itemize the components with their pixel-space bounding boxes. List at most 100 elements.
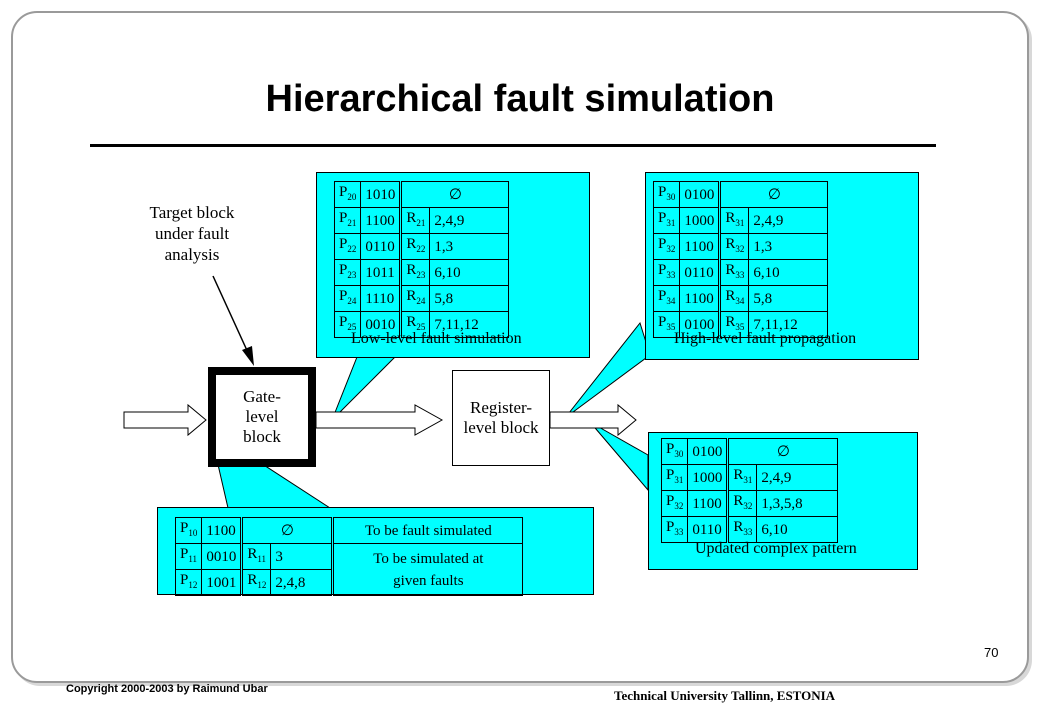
given-faults-note: To be simulated at given faults [332, 543, 524, 596]
fault-list: 5,8 [429, 285, 510, 312]
high-level-caption: High-level fault propagation [674, 330, 857, 347]
fault-set-id: R31 [719, 207, 750, 234]
pattern-id: P30 [652, 181, 681, 208]
pattern-id: P11 [174, 543, 203, 570]
pattern-id: P10 [174, 517, 203, 544]
fault-list: 6,10 [748, 259, 829, 286]
table-row: P20 1010 ∅ [333, 181, 510, 208]
fault-list: 7,11,12 [429, 311, 510, 338]
pattern-value: 1100 [679, 285, 722, 312]
pattern-value: 0100 [679, 181, 722, 208]
pattern-id: P24 [333, 285, 362, 312]
table-row: P25 0010 R25 7,11,12 [333, 311, 510, 338]
fault-simulated-note: To be fault simulated [332, 517, 524, 544]
updated-pattern-callout: P30 0100 ∅ P31 1000 R31 2,4,9 P32 1100 R… [648, 432, 918, 570]
high-level-callout: P30 0100 ∅ P31 1000 R31 2,4,9 P32 1100 R… [645, 172, 919, 360]
pattern-id: P34 [652, 285, 681, 312]
table-row: P23 1011 R23 6,10 [333, 259, 510, 286]
table-row: P32 1100 R32 1,3 [652, 233, 829, 260]
pattern-value: 0110 [679, 259, 722, 286]
pattern-id: P22 [333, 233, 362, 260]
note-line: under fault [154, 224, 230, 243]
register-level-label: Register- level block [463, 398, 539, 437]
fault-set-id: R32 [727, 490, 758, 517]
pattern-value: 1000 [687, 464, 730, 491]
table-row: P34 1100 R34 5,8 [652, 285, 829, 312]
fault-list: 7,11,12 [748, 311, 829, 338]
low-level-callout: P20 1010 ∅ P21 1100 R21 2,4,9 P22 0110 R… [316, 172, 590, 358]
pattern-id: P31 [652, 207, 681, 234]
fault-list: 2,4,8 [270, 569, 335, 596]
fault-set-id: R12 [241, 569, 272, 596]
pattern-id: P25 [333, 311, 362, 338]
pattern-id: P23 [333, 259, 362, 286]
pattern-value: 0100 [679, 311, 722, 338]
empty-set-symbol: ∅ [400, 181, 510, 208]
pattern-value: 1100 [687, 490, 730, 517]
title-underline [90, 144, 936, 147]
fault-list: 5,8 [748, 285, 829, 312]
pattern-value: 1100 [679, 233, 722, 260]
pattern-value: 0010 [201, 543, 244, 570]
pattern-value: 1000 [679, 207, 722, 234]
pattern-value: 1110 [360, 285, 403, 312]
fault-list: 2,4,9 [429, 207, 510, 234]
pattern-value: 0100 [687, 438, 730, 465]
output-arrow [549, 403, 637, 437]
gate-level-block: Gate- level block [208, 367, 316, 467]
note-line: given faults [393, 572, 464, 589]
table-row: P35 0100 R35 7,11,12 [652, 311, 829, 338]
input-arrow [123, 403, 207, 437]
pattern-value: 1010 [360, 181, 403, 208]
empty-set-symbol: ∅ [719, 181, 829, 208]
table-row: P33 0110 R33 6,10 [660, 516, 839, 543]
table-row: P30 0100 ∅ [660, 438, 839, 465]
empty-set-symbol: ∅ [727, 438, 839, 465]
fault-set-id: R32 [719, 233, 750, 260]
target-pointer-arrowhead [242, 346, 254, 366]
fault-set-id: R25 [400, 311, 431, 338]
empty-set-symbol: ∅ [241, 517, 335, 544]
fault-set-id: R33 [727, 516, 758, 543]
fault-set-id: R11 [241, 543, 272, 570]
table-row: P11 0010 R11 3 To be simulated at given … [174, 543, 524, 596]
fault-set-id: R31 [727, 464, 758, 491]
fault-list: 3 [270, 543, 335, 570]
pattern-id: P32 [660, 490, 689, 517]
table-row: P22 0110 R22 1,3 [333, 233, 510, 260]
pattern-id: P21 [333, 207, 362, 234]
fault-list: 6,10 [756, 516, 839, 543]
register-level-block: Register- level block [452, 370, 550, 466]
pattern-value: 0110 [360, 233, 403, 260]
pattern-id: P33 [660, 516, 689, 543]
table-row: P32 1100 R32 1,3,5,8 [660, 490, 839, 517]
fault-set-id: R24 [400, 285, 431, 312]
pattern-id: P30 [660, 438, 689, 465]
middle-arrow [315, 404, 444, 436]
input-pattern-callout: P10 1100 ∅ To be fault simulated P11 001… [157, 507, 594, 596]
note-line: Target block [149, 203, 235, 222]
slide-title: Hierarchical fault simulation [265, 78, 775, 120]
pattern-id: P20 [333, 181, 362, 208]
updated-pattern-table: P30 0100 ∅ P31 1000 R31 2,4,9 P32 1100 R… [660, 438, 839, 543]
fault-list: 1,3 [748, 233, 829, 260]
table-row: P30 0100 ∅ [652, 181, 829, 208]
input-pattern-table: P10 1100 ∅ To be fault simulated P11 001… [174, 517, 524, 596]
table-row: P31 1000 R31 2,4,9 [652, 207, 829, 234]
note-line: To be simulated at [373, 550, 484, 567]
table-row: P33 0110 R33 6,10 [652, 259, 829, 286]
university-text: Technical University Tallinn, ESTONIA [614, 688, 836, 703]
pattern-id: P32 [652, 233, 681, 260]
table-row: P12 1001 R12 2,4,8 [174, 569, 523, 596]
updated-pattern-caption: Updated complex pattern [695, 540, 857, 557]
high-level-table: P30 0100 ∅ P31 1000 R31 2,4,9 P32 1100 R… [652, 181, 829, 338]
low-level-callout-pointer [331, 356, 397, 421]
pattern-id: P12 [174, 569, 203, 596]
table-row: P21 1100 R21 2,4,9 [333, 207, 510, 234]
fault-list: 1,3 [429, 233, 510, 260]
low-level-caption: Low-level fault simulation [351, 330, 522, 347]
table-row: P10 1100 ∅ To be fault simulated [174, 517, 524, 544]
pattern-value: 1001 [201, 569, 244, 596]
pattern-value: 1011 [360, 259, 403, 286]
